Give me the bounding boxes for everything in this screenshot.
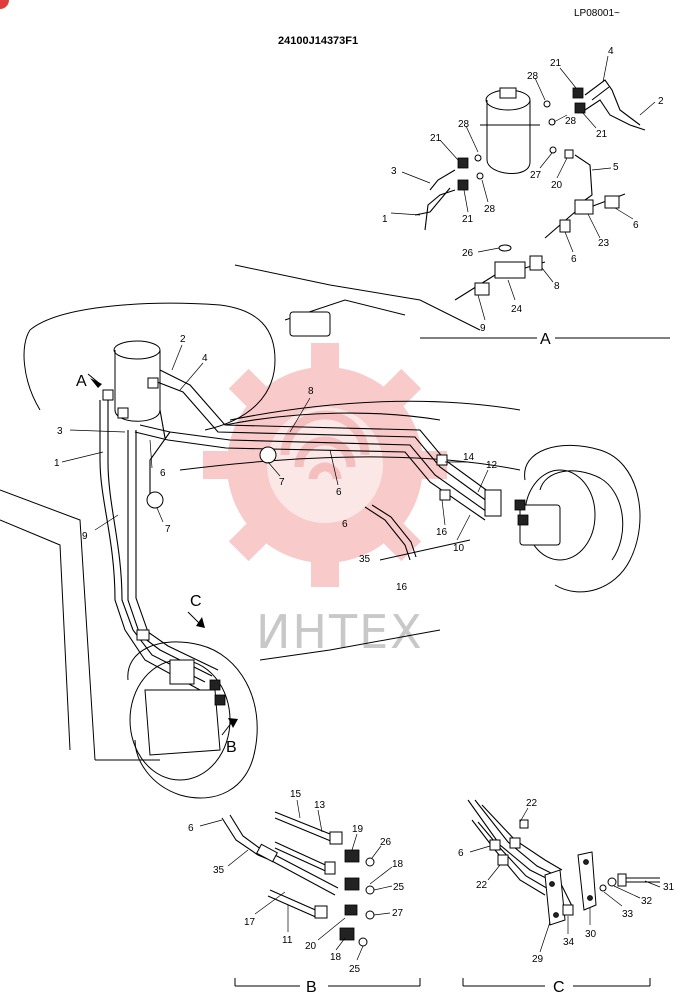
main-label: 3 bbox=[57, 426, 63, 437]
view-a-label: 21 bbox=[596, 129, 608, 140]
view-a-label: 21 bbox=[430, 133, 442, 144]
view-a-label: 28 bbox=[527, 71, 539, 82]
main-label: 7 bbox=[165, 524, 171, 535]
detail-view-a bbox=[414, 79, 670, 339]
detail-view-c bbox=[462, 799, 660, 987]
view-a-label: 3 bbox=[391, 166, 397, 177]
main-label: 6 bbox=[160, 468, 166, 479]
view-b-label: 27 bbox=[392, 908, 404, 919]
main-labels: 2 4 3 1 6 7 8 7 9 6 14 12 16 10 6 35 16 bbox=[54, 334, 498, 593]
view-a-label: 2 bbox=[658, 96, 664, 107]
view-c-label: 33 bbox=[622, 909, 634, 920]
part-number: 24100J14373F1 bbox=[278, 35, 358, 47]
view-b-label: 18 bbox=[392, 859, 404, 870]
main-label: 35 bbox=[359, 554, 371, 565]
view-c-label: 30 bbox=[585, 929, 597, 940]
view-c-label: 22 bbox=[526, 798, 538, 809]
main-label: 6 bbox=[336, 487, 342, 498]
view-a-leader-lines bbox=[390, 55, 656, 321]
view-c-labels: 22 6 22 31 32 33 29 34 30 bbox=[458, 798, 675, 965]
view-b-label: 18 bbox=[330, 952, 342, 963]
view-b-label: 11 bbox=[282, 935, 293, 946]
view-c-title: C bbox=[553, 979, 565, 996]
view-a-label: 28 bbox=[565, 116, 577, 127]
view-b-labels: 15 13 6 19 26 35 18 25 17 27 11 20 18 25 bbox=[188, 789, 405, 975]
main-label: 14 bbox=[463, 452, 475, 463]
view-a-label: 9 bbox=[480, 323, 486, 334]
view-b-label: 35 bbox=[213, 865, 225, 876]
view-c-arrow-label: C bbox=[190, 593, 202, 610]
view-b-label: 25 bbox=[349, 964, 361, 975]
view-a-label: 5 bbox=[613, 162, 619, 173]
view-a-label: 24 bbox=[511, 304, 523, 315]
main-label: 9 bbox=[82, 531, 88, 542]
view-a-label: 28 bbox=[484, 204, 496, 215]
view-a-label: 6 bbox=[633, 220, 639, 231]
view-a-arrow-label: A bbox=[76, 373, 87, 390]
view-b-title: B bbox=[306, 979, 317, 996]
view-b-leader-lines bbox=[199, 799, 393, 961]
watermark-logo bbox=[203, 343, 447, 587]
view-a-label: 26 bbox=[462, 248, 474, 259]
view-b-label: 26 bbox=[380, 837, 392, 848]
watermark-text: ИНТЕХ bbox=[256, 605, 424, 659]
view-a-label: 20 bbox=[551, 180, 563, 191]
view-b-label: 25 bbox=[393, 882, 405, 893]
view-c-leader-lines bbox=[469, 807, 661, 953]
detail-view-b bbox=[221, 811, 421, 987]
view-b-arrow-label: B bbox=[226, 739, 237, 756]
main-label: 8 bbox=[308, 386, 314, 397]
main-leader-lines bbox=[61, 344, 489, 541]
view-c-label: 31 bbox=[663, 882, 675, 893]
view-b-label: 19 bbox=[352, 824, 364, 835]
view-a-label: 1 bbox=[382, 214, 388, 225]
main-label: 6 bbox=[342, 519, 348, 530]
view-a-label: 27 bbox=[530, 170, 542, 181]
corner-badge bbox=[0, 0, 9, 9]
view-c-label: 29 bbox=[532, 954, 544, 965]
view-a-label: 28 bbox=[458, 119, 470, 130]
view-a-label: 8 bbox=[554, 281, 560, 292]
view-b-label: 6 bbox=[188, 823, 194, 834]
view-c-label: 22 bbox=[476, 880, 488, 891]
view-c-label: 6 bbox=[458, 848, 464, 859]
main-label: 1 bbox=[54, 458, 60, 469]
view-b-label: 17 bbox=[244, 917, 256, 928]
main-piping bbox=[87, 369, 529, 736]
main-label: 2 bbox=[180, 334, 186, 345]
view-b-label: 15 bbox=[290, 789, 302, 800]
view-a-label: 21 bbox=[550, 58, 562, 69]
view-a-label: 23 bbox=[598, 238, 610, 249]
view-c-label: 34 bbox=[563, 937, 575, 948]
view-a-title: A bbox=[540, 331, 551, 348]
main-label: 16 bbox=[396, 582, 408, 593]
doc-code: LP08001~ bbox=[574, 8, 620, 19]
main-label: 12 bbox=[486, 460, 498, 471]
view-a-label: 6 bbox=[571, 254, 577, 265]
view-b-label: 20 bbox=[305, 941, 317, 952]
view-a-label: 4 bbox=[608, 46, 614, 57]
main-label: 10 bbox=[453, 543, 465, 554]
view-b-label: 13 bbox=[314, 800, 326, 811]
main-label: 16 bbox=[436, 527, 448, 538]
main-label: 7 bbox=[279, 477, 285, 488]
view-a-labels: 4 21 28 2 21 28 21 28 3 5 27 20 1 21 28 … bbox=[382, 46, 664, 334]
main-label: 4 bbox=[202, 353, 208, 364]
view-c-label: 32 bbox=[641, 896, 653, 907]
view-a-label: 21 bbox=[462, 214, 474, 225]
